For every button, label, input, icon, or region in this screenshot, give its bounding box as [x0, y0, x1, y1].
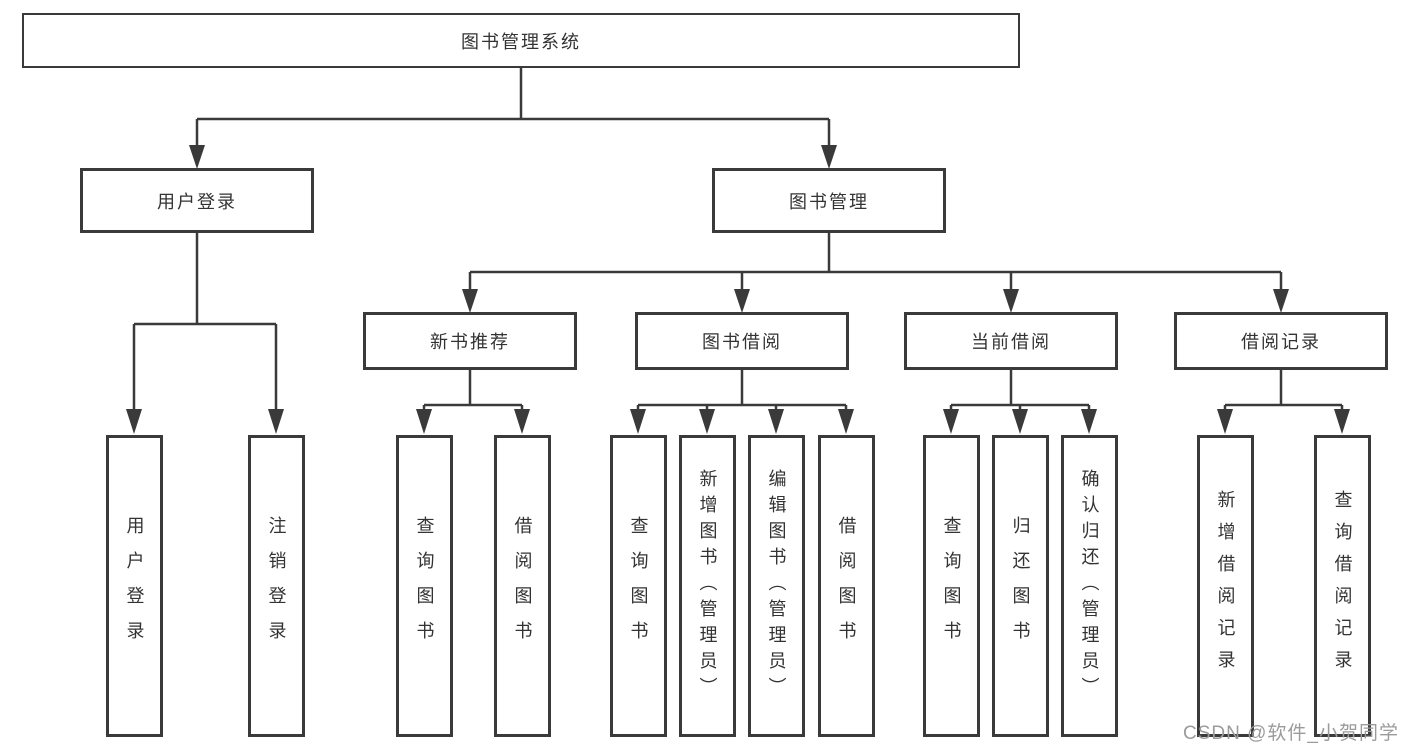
- leaf-query-borrow-record: 查询借阅记录: [1314, 435, 1371, 737]
- leaf-query-books-under-recommendation: 查询图书: [396, 435, 453, 737]
- leaf-confirm-return-admin-label: 确认归还（管理员）: [1079, 469, 1100, 703]
- leaf-query-books-under-borrowing: 查询图书: [610, 435, 667, 737]
- leaf-query-books-label: 查询图书: [941, 516, 962, 656]
- node-root-label: 图书管理系统: [461, 31, 581, 52]
- node-borrowing-records: 借阅记录: [1174, 312, 1388, 370]
- node-new-book-recommendation-label: 新书推荐: [430, 332, 510, 352]
- leaf-query-books-under-current: 查询图书: [923, 435, 980, 737]
- leaf-add-books-admin: 新增图书（管理员）: [679, 435, 736, 737]
- leaf-query-books-label: 查询图书: [414, 516, 435, 656]
- leaf-logout: 注销登录: [248, 435, 305, 737]
- leaf-edit-books-admin: 编辑图书（管理员）: [748, 435, 805, 737]
- leaf-add-borrow-record: 新增借阅记录: [1197, 435, 1254, 737]
- leaf-query-borrow-record-label: 查询借阅记录: [1332, 490, 1353, 682]
- leaf-confirm-return-admin: 确认归还（管理员）: [1061, 435, 1118, 737]
- leaf-edit-books-admin-label: 编辑图书（管理员）: [766, 469, 787, 703]
- node-book-management: 图书管理: [712, 168, 946, 233]
- node-root-system: 图书管理系统: [22, 13, 1020, 68]
- node-user-login: 用户登录: [80, 168, 314, 233]
- leaf-borrow-books-label: 借阅图书: [836, 516, 857, 656]
- csdn-watermark: CSDN @软件_小贺同学: [1183, 723, 1399, 744]
- connector-borrowrecord-to-leaves: [1217, 370, 1350, 434]
- node-current-borrowing: 当前借阅: [904, 312, 1118, 370]
- node-current-borrowing-label: 当前借阅: [971, 332, 1051, 352]
- node-book-management-label: 图书管理: [789, 191, 869, 212]
- leaf-return-books-label: 归还图书: [1010, 516, 1031, 656]
- leaf-add-books-admin-label: 新增图书（管理员）: [697, 469, 718, 703]
- connector-currentborrow-to-leaves: [943, 370, 1097, 434]
- leaf-user-login-label: 用户登录: [124, 516, 145, 656]
- node-borrowing-records-label: 借阅记录: [1241, 332, 1321, 352]
- connector-userlogin-to-leaves: [126, 233, 284, 434]
- node-new-book-recommendation: 新书推荐: [363, 312, 577, 370]
- node-book-borrowing-label: 图书借阅: [702, 332, 782, 352]
- node-user-login-label: 用户登录: [157, 191, 237, 212]
- leaf-return-books: 归还图书: [992, 435, 1049, 737]
- connector-bookborrow-to-leaves: [630, 370, 854, 434]
- connector-bookmgmt-to-level3: [462, 233, 1289, 313]
- connector-newbookrec-to-leaves: [416, 370, 530, 434]
- leaf-borrow-books-label: 借阅图书: [512, 516, 533, 656]
- leaf-logout-label: 注销登录: [266, 516, 287, 656]
- connector-root-to-level2: [189, 68, 837, 169]
- leaf-query-books-label: 查询图书: [628, 516, 649, 656]
- node-book-borrowing: 图书借阅: [635, 312, 849, 370]
- leaf-user-login: 用户登录: [106, 435, 163, 737]
- leaf-borrow-books-under-recommendation: 借阅图书: [494, 435, 551, 737]
- leaf-borrow-books-under-borrowing: 借阅图书: [818, 435, 875, 737]
- leaf-add-borrow-record-label: 新增借阅记录: [1215, 490, 1236, 682]
